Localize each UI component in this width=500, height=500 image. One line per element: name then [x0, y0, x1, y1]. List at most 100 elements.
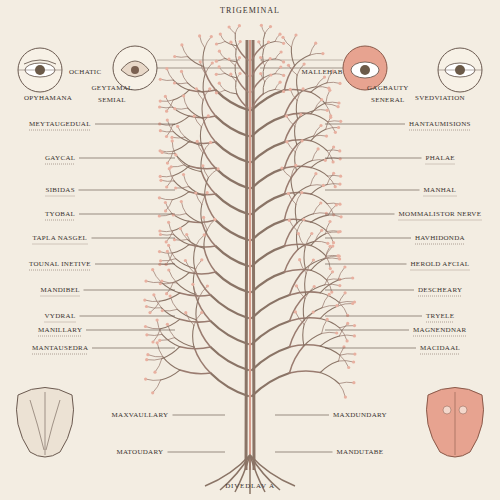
nerve-branch [201, 116, 208, 127]
nerve-ending [295, 284, 298, 287]
nerve-branch [153, 270, 161, 283]
nerve-branch [193, 284, 199, 298]
nerve-branch [304, 247, 305, 269]
nerve-branch [147, 359, 162, 360]
nerve-ending [206, 191, 209, 194]
nerve-ending [353, 334, 356, 337]
nerve-branch [296, 101, 297, 120]
nerve-branch [314, 100, 321, 111]
nerve-ending [289, 88, 292, 91]
nerve-ending [339, 157, 342, 160]
nerve-ending [329, 267, 332, 270]
nerve-branch [173, 142, 189, 152]
part-label: HEROLD AFCIAL [411, 260, 470, 268]
sub-rule [41, 296, 80, 297]
nerve-ending [282, 42, 285, 45]
nerve-branch [200, 127, 201, 146]
nerve-ending [282, 60, 285, 63]
sub-rule [33, 244, 88, 245]
nerve-branch [150, 301, 160, 312]
sub-rule [46, 196, 75, 197]
nerve-branch [180, 229, 187, 240]
nerve-ending [195, 87, 198, 90]
nerve-branch [237, 94, 248, 108]
nerve-branch [216, 272, 248, 292]
nerve-ending [320, 229, 323, 232]
nerve-ending [184, 311, 187, 314]
nerve-trunk [246, 40, 254, 470]
nerve-ending [259, 72, 262, 75]
sub-rule [413, 336, 467, 337]
nerve-ending [336, 254, 339, 257]
nerve-branch [161, 282, 180, 293]
part-label: MATOUDARY [117, 448, 164, 456]
nerve-ending [151, 340, 154, 343]
nerve-branch [159, 198, 172, 200]
nerve-branch [310, 43, 316, 55]
nerve-ending [326, 242, 329, 245]
nerve-branch [160, 338, 175, 341]
nerve-branch [311, 215, 328, 222]
nerve-branch [160, 79, 173, 80]
part-label: DESCHEARY [418, 286, 462, 294]
part-label: HAVHIDONDA [415, 234, 465, 242]
nerve-branch [326, 90, 330, 103]
leader-line [325, 214, 395, 215]
nerve-branch [172, 192, 189, 200]
eye-section [121, 61, 149, 77]
nerve-branch [167, 283, 174, 294]
nerve-ending [174, 186, 177, 189]
nerve-ending [285, 115, 288, 118]
tongue-dot [459, 406, 467, 414]
nerve-ending [145, 305, 148, 308]
nerve-ending [169, 295, 172, 298]
nerve-branch [288, 194, 296, 205]
nerve-ending [319, 201, 322, 204]
nerve-ending [146, 353, 149, 356]
nerve-branch [205, 178, 209, 196]
nerve-ending [257, 40, 260, 43]
nerve-branch [237, 62, 248, 76]
nerve-branch [252, 272, 284, 292]
nerve-ending [338, 149, 341, 152]
nerve-ending [322, 184, 325, 187]
nerve-ending [167, 244, 170, 247]
sub-rule [29, 270, 91, 271]
nerve-ending [176, 125, 179, 128]
nerve-branch [171, 165, 184, 167]
nerve-ending [145, 358, 148, 361]
nerve-branch [316, 87, 329, 89]
tongue-line [455, 392, 456, 455]
nerve-branch [173, 263, 189, 272]
nerve-branch [290, 89, 297, 100]
nerve-branch [204, 92, 216, 116]
nerve-ending [321, 52, 324, 55]
nerve-branch [305, 287, 314, 299]
nerve-branch [313, 203, 320, 214]
nerve-ending [159, 129, 162, 132]
nerve-ending [238, 72, 241, 75]
nerve-branch [211, 295, 249, 318]
nerve-branch [325, 258, 340, 259]
nerve-branch [175, 56, 188, 58]
nerve-branch [204, 67, 216, 91]
nerve-ending [352, 360, 355, 363]
nerve-ending [159, 78, 162, 81]
sub-rule [426, 322, 454, 323]
nerve-branch [176, 155, 184, 165]
nerve-branch [211, 321, 249, 344]
nerve-branch [263, 41, 275, 46]
nerve-branch [252, 62, 263, 76]
nerve-branch [339, 335, 354, 337]
nerve-ending [334, 185, 337, 188]
nerve-branch [325, 272, 333, 285]
nerve-branch [305, 273, 307, 295]
nerve-branch [299, 87, 316, 94]
nerve-branch [169, 245, 176, 258]
nerve-ending [159, 175, 162, 178]
leader-line [325, 264, 407, 265]
nerve-branch [326, 127, 339, 129]
nerve-branch [176, 187, 189, 189]
nerve-ending [213, 218, 216, 221]
nerve-branch [203, 142, 211, 153]
